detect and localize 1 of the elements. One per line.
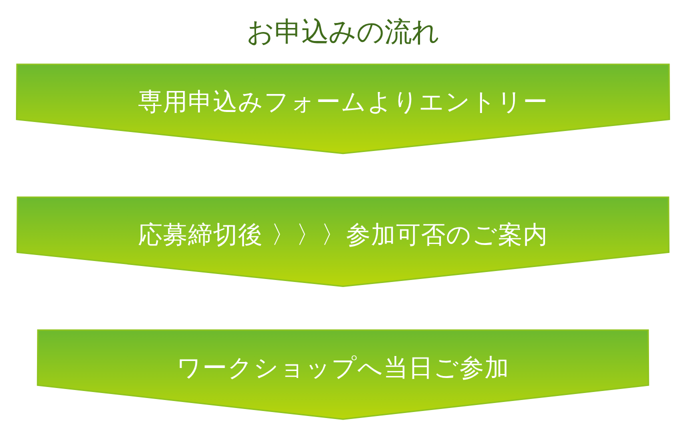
diagram-title: お申込みの流れ xyxy=(246,17,440,48)
